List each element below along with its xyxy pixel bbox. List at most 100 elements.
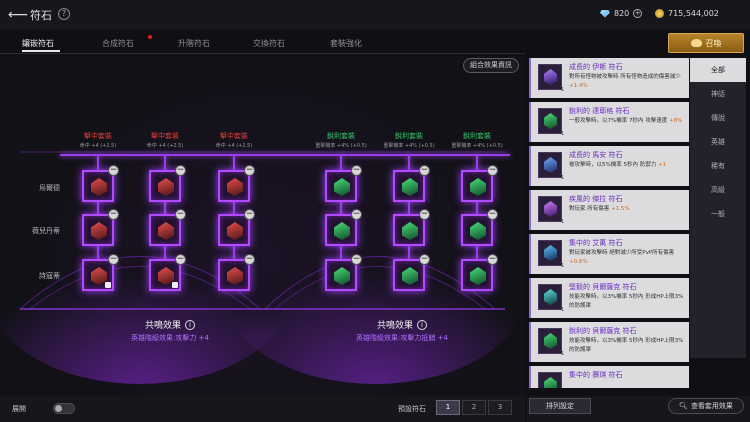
- rune-card[interactable]: 1 疾風的 傑拉 符石 對玩家 所有傷害 +1.5%: [529, 190, 689, 230]
- rune-desc: 對玩家被攻擊時 絕對減少所受PvP所有傷害 +0.6%: [569, 250, 675, 265]
- rune-stone-icon: [334, 267, 350, 285]
- tab-exchange[interactable]: 交換符石: [253, 39, 285, 48]
- rune-slot[interactable]: −: [393, 209, 430, 246]
- remove-icon[interactable]: −: [487, 209, 498, 220]
- rune-card[interactable]: 1 集中的 賽琪 符石: [529, 366, 689, 388]
- rune-card[interactable]: 1 集中的 艾萬 符石 對玩家被攻擊時 絕對減少所受PvP所有傷害 +0.6%: [529, 234, 689, 274]
- tab-insert[interactable]: 鑲嵌符石: [22, 39, 54, 48]
- rune-card[interactable]: 1 成長的 馬安 符石 被攻擊時，以5%機率 5秒內 防禦力 +1: [529, 146, 689, 186]
- rune-slot[interactable]: −: [218, 165, 255, 202]
- info-icon[interactable]: i: [185, 319, 195, 330]
- page-title: 符石: [30, 9, 52, 22]
- rune-slot[interactable]: −: [82, 254, 119, 291]
- remove-icon[interactable]: −: [108, 254, 119, 265]
- filter-rare[interactable]: 稀有: [711, 162, 725, 170]
- view-applied-effects-button[interactable]: 🔍︎ 查看套用效果: [668, 398, 744, 414]
- rune-slot[interactable]: −: [325, 165, 362, 202]
- rune-desc: 一般攻擊時，以7%機率 7秒內 攻擊速度 +8%: [569, 118, 683, 124]
- rune-stone-icon: [334, 222, 350, 240]
- filter-heroic[interactable]: 英雄: [711, 138, 725, 146]
- rune-slot[interactable]: −: [461, 254, 498, 291]
- rune-name: 集中的 艾萬 符石: [569, 239, 623, 247]
- rune-slot[interactable]: −: [82, 209, 119, 246]
- remove-icon[interactable]: −: [175, 209, 186, 220]
- rune-stone-icon: [227, 267, 243, 285]
- remove-icon[interactable]: −: [351, 254, 362, 265]
- rune-quantity: 1: [561, 87, 565, 93]
- gem-currency: 820 +: [600, 9, 643, 18]
- filter-legendary[interactable]: 傳說: [711, 114, 725, 122]
- remove-icon[interactable]: −: [108, 165, 119, 176]
- tab-set-enhance[interactable]: 套裝強化: [330, 39, 362, 48]
- preset-button-2[interactable]: 2: [462, 400, 486, 415]
- remove-icon[interactable]: −: [244, 254, 255, 265]
- rune-thumbnail: [538, 108, 562, 134]
- remove-icon[interactable]: −: [419, 254, 430, 265]
- rune-card[interactable]: 1 成長的 伊斯 符石 對所有怪物被攻擊時 所有怪物造成的傷害減少 +1.4%: [529, 58, 689, 98]
- rune-slot[interactable]: −: [325, 254, 362, 291]
- set-bonus: 重擊機率 +4% (+0.5): [383, 143, 435, 149]
- rune-slot[interactable]: −: [149, 165, 186, 202]
- filter-advanced[interactable]: 高級: [711, 186, 725, 194]
- set-header: 銳利套裝 重擊機率 +4% (+0.5): [381, 131, 437, 149]
- rune-slot[interactable]: −: [325, 209, 362, 246]
- expand-toggle[interactable]: [53, 403, 75, 414]
- rune-stone-icon: [402, 178, 418, 196]
- lock-icon: [105, 282, 111, 288]
- remove-icon[interactable]: −: [244, 209, 255, 220]
- tab-combine[interactable]: 合成符石: [102, 39, 134, 48]
- remove-icon[interactable]: −: [175, 165, 186, 176]
- summon-icon: [690, 39, 702, 47]
- rune-desc: 對玩家 所有傷害 +1.5%: [569, 206, 630, 212]
- filter-all[interactable]: 全部: [690, 58, 746, 82]
- remove-icon[interactable]: −: [175, 254, 186, 265]
- rune-stone-icon: [158, 222, 174, 240]
- active-tab-indicator: [22, 50, 60, 52]
- rune-card[interactable]: 1 堅毅的 貝爾薩克 符石 技能攻擊時，以3%機率 5秒內 形成HP上限3%的防…: [529, 278, 689, 318]
- remove-icon[interactable]: −: [487, 254, 498, 265]
- rune-stone-icon: [402, 267, 418, 285]
- summon-button[interactable]: 召喚: [668, 33, 744, 53]
- top-bar: ⟵ 符石 ? 820 + 715,544,002: [0, 0, 750, 30]
- rune-slot[interactable]: −: [461, 209, 498, 246]
- remove-icon[interactable]: −: [351, 165, 362, 176]
- rune-slot[interactable]: −: [218, 254, 255, 291]
- rune-card[interactable]: 1 銳利的 達耶格 符石 一般攻擊時，以7%機率 7秒內 攻擊速度 +8%: [529, 102, 689, 142]
- rune-thumbnail: [538, 152, 562, 178]
- preset-button-1[interactable]: 1: [436, 400, 460, 415]
- rune-slot[interactable]: −: [82, 165, 119, 202]
- rune-stone-icon: [470, 222, 486, 240]
- filter-mythic[interactable]: 神話: [711, 90, 725, 98]
- remove-icon[interactable]: −: [108, 209, 119, 220]
- preset-button-3[interactable]: 3: [488, 400, 512, 415]
- remove-icon[interactable]: −: [351, 209, 362, 220]
- rune-slot[interactable]: −: [149, 254, 186, 291]
- tab-upgrade[interactable]: 升階符石: [178, 39, 210, 48]
- remove-icon[interactable]: −: [244, 165, 255, 176]
- filter-common[interactable]: 一般: [711, 210, 725, 218]
- rune-quantity: 1: [561, 219, 565, 225]
- rune-stone-icon: [544, 333, 557, 349]
- help-icon[interactable]: ?: [58, 8, 70, 20]
- set-header: 銳利套裝 重擊機率 +4% (+0.5): [449, 131, 505, 149]
- remove-icon[interactable]: −: [419, 209, 430, 220]
- info-icon[interactable]: i: [417, 319, 427, 330]
- rune-slot[interactable]: −: [218, 209, 255, 246]
- rune-card[interactable]: 1 銳利的 貝爾薩克 符石 技能攻擊時，以3%機率 5秒內 形成HP上限3%的防…: [529, 322, 689, 362]
- rune-slot[interactable]: −: [393, 254, 430, 291]
- sort-settings-button[interactable]: 排列設定: [529, 398, 591, 414]
- rune-stone-icon: [544, 245, 557, 261]
- remove-icon[interactable]: −: [487, 165, 498, 176]
- rarity-filter: 全部 神話 傳說 英雄 稀有 高級 一般: [690, 58, 746, 358]
- rune-slot[interactable]: −: [149, 209, 186, 246]
- remove-icon[interactable]: −: [419, 165, 430, 176]
- notification-dot: [148, 35, 152, 39]
- rune-slot[interactable]: −: [461, 165, 498, 202]
- rune-slot[interactable]: −: [393, 165, 430, 202]
- back-arrow-icon[interactable]: ⟵: [8, 7, 29, 23]
- add-gems-icon[interactable]: +: [633, 9, 643, 18]
- combo-info-button[interactable]: 組合效果資訊: [463, 58, 519, 73]
- resonance-title: 共鳴效果: [376, 321, 413, 331]
- rune-name: 銳利的 達耶格 符石: [569, 107, 630, 115]
